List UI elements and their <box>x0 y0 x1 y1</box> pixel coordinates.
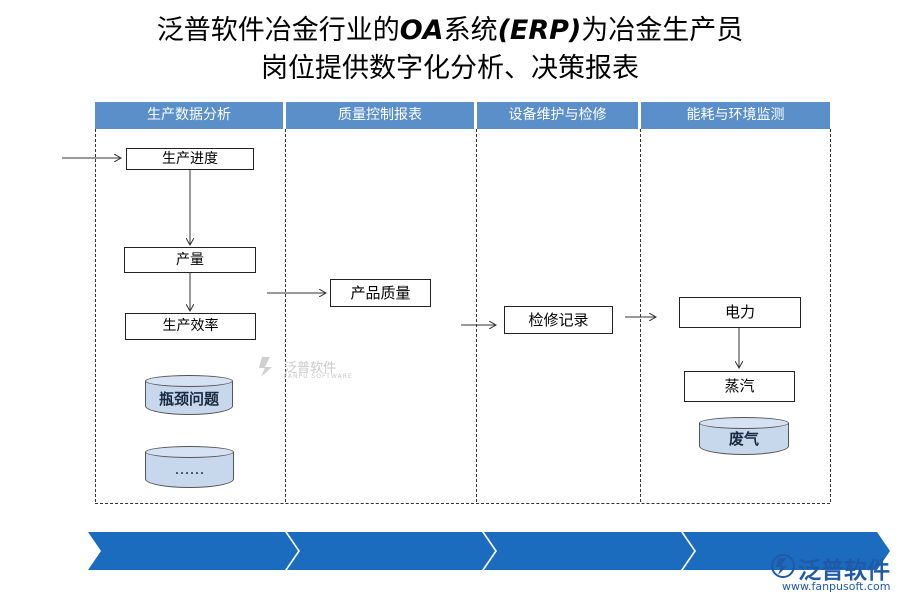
diagram-title-line-1: 泛普软件冶金行业的OA系统(ERP)为冶金生产员 <box>0 14 900 48</box>
logo-url: www.fanpusoft.com <box>782 580 891 593</box>
column-header-equipment-maintenance: 设备维护与检修 <box>477 102 638 129</box>
title-part-erp: (ERP) <box>497 15 582 46</box>
progress-arrow-band <box>88 532 890 570</box>
waste-gas-label: 废气 <box>728 430 759 448</box>
node-production-efficiency: 生产效率 <box>125 313 256 340</box>
node-electricity: 电力 <box>679 297 801 328</box>
column-divider <box>95 129 96 502</box>
node-steam: 蒸汽 <box>684 371 795 402</box>
column-header-energy-environment: 能耗与环境监测 <box>641 102 830 129</box>
column-header-production-analysis: 生产数据分析 <box>95 102 283 129</box>
title-part-system: 系统 <box>443 15 498 46</box>
fanpu-watermark-icon <box>259 357 272 377</box>
node-more: …… <box>145 446 234 488</box>
column-divider <box>830 129 831 502</box>
node-output: 产量 <box>124 247 256 273</box>
node-waste-gas: 废气 <box>699 417 789 455</box>
more-label: …… <box>174 460 205 478</box>
title-part-oa: OA <box>399 15 444 46</box>
watermark-name: 泛普软件 <box>284 361 337 376</box>
bottleneck-label: 瓶颈问题 <box>158 390 219 408</box>
node-product-quality: 产品质量 <box>330 279 431 307</box>
title-part-end: 为冶金生产员 <box>581 15 744 46</box>
fanpu-logo-icon <box>771 554 795 578</box>
column-header-quality-control: 质量控制报表 <box>286 102 474 129</box>
column-divider <box>640 129 641 502</box>
node-inspection-record: 检修记录 <box>504 306 613 334</box>
title-part-a: 泛普软件冶金行业的 <box>156 15 400 46</box>
node-bottleneck: 瓶颈问题 <box>145 375 233 415</box>
logo-name: 泛普软件 <box>798 558 890 584</box>
frame-bottom-line <box>95 503 830 504</box>
diagram-title-line-2: 岗位提供数字化分析、决策报表 <box>261 53 639 84</box>
node-production-progress: 生产进度 <box>126 148 254 170</box>
column-divider <box>285 129 286 502</box>
watermark-sub: FANPU SOFTWARE <box>284 373 353 380</box>
column-divider <box>476 129 477 502</box>
